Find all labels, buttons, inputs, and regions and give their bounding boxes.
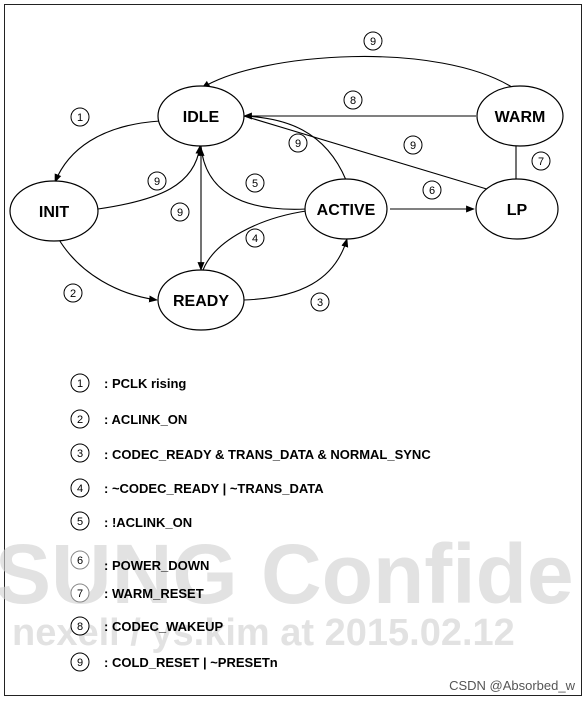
svg-text:1: 1 (77, 112, 83, 124)
diagram-frame (4, 4, 582, 696)
state-idle-label: IDLE (183, 109, 220, 126)
svg-text:: POWER_DOWN: : POWER_DOWN (104, 558, 209, 573)
svg-text:: ~CODEC_READY | ~TRANS_DATA: : ~CODEC_READY | ~TRANS_DATA (104, 481, 324, 496)
svg-text:6: 6 (77, 555, 83, 567)
svg-text:: CODEC_READY & TRANS_DATA & N: : CODEC_READY & TRANS_DATA & NORMAL_SYNC (104, 447, 431, 462)
edge-ready-active (243, 238, 349, 301)
watermark-line1: SUNG Confide (0, 527, 574, 621)
legend-item: 7 : WARM_RESET (70, 583, 204, 603)
svg-text:: ACLINK_ON: : ACLINK_ON (104, 412, 187, 427)
svg-text:3: 3 (77, 448, 83, 460)
svg-text:: !ACLINK_ON: : !ACLINK_ON (104, 515, 192, 530)
edge-num-active-lp: 6 (422, 180, 442, 200)
svg-text:1: 1 (77, 378, 83, 390)
svg-text:4: 4 (77, 483, 83, 495)
edge-num-active-ready: 4 (245, 228, 265, 248)
edge-active-ready (202, 210, 307, 271)
legend-item: 1 : PCLK rising (70, 373, 186, 393)
edge-num-active-idle-low: 5 (245, 173, 265, 193)
state-idle (157, 85, 245, 147)
edge-active-idle (243, 115, 347, 181)
edge-init-ready (57, 237, 158, 303)
svg-text:: COLD_RESET | ~PRESETn: : COLD_RESET | ~PRESETn (104, 655, 278, 670)
svg-text:8: 8 (350, 95, 356, 107)
edge-idle-init (54, 120, 161, 183)
svg-text:: CODEC_WAKEUP: : CODEC_WAKEUP (104, 619, 224, 634)
svg-text:9: 9 (370, 36, 376, 48)
svg-text:9: 9 (154, 176, 160, 188)
edge-num-init-ready: 2 (63, 283, 83, 303)
watermark-line2: nexell / ys.kim at 2015.02.12 (12, 612, 515, 654)
state-warm (476, 85, 564, 147)
legend-item: 3 : CODEC_READY & TRANS_DATA & NORMAL_SY… (70, 443, 431, 463)
edge-num-warm-idle-top: 9 (363, 31, 383, 51)
state-ready (157, 269, 245, 331)
svg-text:2: 2 (77, 414, 83, 426)
state-init (9, 180, 99, 242)
state-active-label: ACTIVE (317, 202, 376, 219)
svg-text:6: 6 (429, 185, 435, 197)
svg-text:4: 4 (252, 233, 258, 245)
legend-item: 2 : ACLINK_ON (70, 409, 187, 429)
state-lp (475, 178, 559, 240)
svg-text:2: 2 (70, 288, 76, 300)
legend-item: 8 : CODEC_WAKEUP (70, 616, 224, 636)
state-init-label: INIT (39, 204, 69, 221)
edge-lp-idle (243, 115, 491, 191)
svg-text:7: 7 (77, 588, 83, 600)
svg-text:9: 9 (295, 138, 301, 150)
edge-num-init-idle-low: 9 (147, 171, 167, 191)
edge-init-idle (97, 145, 203, 210)
svg-text:5: 5 (77, 516, 83, 528)
legend-item: 5 : !ACLINK_ON (70, 511, 192, 531)
edge-num-warm-lp: 7 (531, 151, 551, 171)
edge-num-init-idle: 1 (70, 107, 90, 127)
svg-text:9: 9 (77, 657, 83, 669)
edge-num-active-idle: 9 (288, 133, 308, 153)
legend: 1 : PCLK rising 2 : ACLINK_ON 3 : CODEC_… (70, 373, 431, 672)
edge-num-ready-idle: 9 (170, 202, 190, 222)
state-ready-label: READY (173, 293, 229, 310)
svg-text:: WARM_RESET: : WARM_RESET (104, 586, 204, 601)
edge-num-lp-idle: 9 (403, 135, 423, 155)
state-active (304, 178, 388, 240)
legend-item: 9 : COLD_RESET | ~PRESETn (70, 652, 278, 672)
credit-text: CSDN @Absorbed_w (449, 678, 576, 693)
svg-text:7: 7 (538, 156, 544, 168)
state-lp-label: LP (507, 202, 528, 219)
svg-text:9: 9 (410, 140, 416, 152)
svg-text:8: 8 (77, 621, 83, 633)
svg-text:3: 3 (317, 297, 323, 309)
svg-text:: PCLK rising: : PCLK rising (104, 376, 186, 391)
edge-num-warm-idle-direct: 8 (343, 90, 363, 110)
state-warm-label: WARM (495, 109, 546, 126)
legend-item: 6 : POWER_DOWN (70, 550, 209, 573)
edge-warm-idle-top (201, 55, 516, 90)
svg-text:5: 5 (252, 178, 258, 190)
svg-text:9: 9 (177, 207, 183, 219)
legend-item: 4 : ~CODEC_READY | ~TRANS_DATA (70, 478, 324, 498)
edge-num-ready-active: 3 (310, 292, 330, 312)
